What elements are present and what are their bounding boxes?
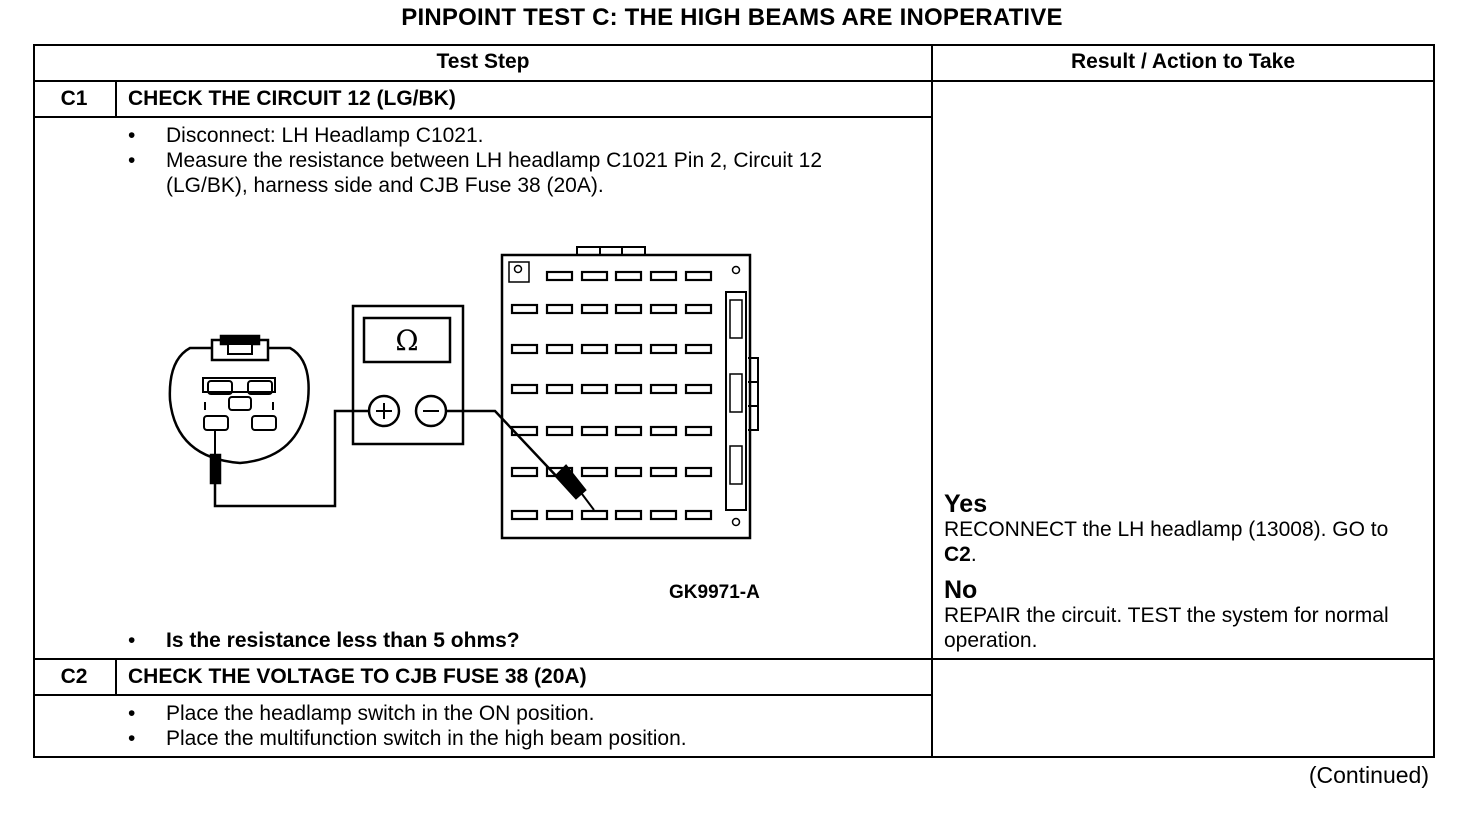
figure-label: GK9971-A <box>669 582 760 603</box>
step-title-c2: CHECK THE VOLTAGE TO CJB FUSE 38 (20A) <box>128 665 587 688</box>
header-test-step: Test Step <box>436 50 530 73</box>
c1-id-divider <box>115 80 117 118</box>
no-action: REPAIR the circuit. TEST the system for … <box>944 604 1389 652</box>
c2-title-divider <box>33 694 933 696</box>
continued-note: (Continued) <box>1308 762 1429 788</box>
header-result: Result / Action to Take <box>1070 50 1296 73</box>
c1-instructions: •Disconnect: LH Headlamp C1021. •Measure… <box>118 123 878 198</box>
test-table <box>33 44 1435 758</box>
ohmmeter-icon <box>351 304 465 446</box>
no-label: No <box>944 576 978 604</box>
c1-result-yes: Yes RECONNECT the LH headlamp (13008). G… <box>944 491 1424 567</box>
c1-title-divider <box>33 116 933 118</box>
yes-label: Yes <box>944 490 988 518</box>
list-item: •Place the multifunction switch in the h… <box>128 727 687 750</box>
probe-icon <box>209 453 222 485</box>
step-title-c1: CHECK THE CIRCUIT 12 (LG/BK) <box>128 87 456 110</box>
list-item: •Disconnect: LH Headlamp C1021. <box>128 124 484 147</box>
list-item: •Is the resistance less than 5 ohms? <box>128 629 520 652</box>
list-item: •Measure the resistance between LH headl… <box>128 149 823 197</box>
c1-result-no: No REPAIR the circuit. TEST the system f… <box>944 577 1424 653</box>
step-id-c2: C2 <box>60 665 88 688</box>
junction-box-icon <box>500 246 759 540</box>
page-title: PINPOINT TEST C: THE HIGH BEAMS ARE INOP… <box>401 4 1063 31</box>
c2-id-divider <box>115 658 117 696</box>
list-item: •Place the headlamp switch in the ON pos… <box>128 702 595 725</box>
fuse-probe-icon <box>554 464 595 511</box>
goto-step: C2 <box>944 543 971 566</box>
header-divider <box>33 80 1435 82</box>
step-id-c1: C1 <box>60 87 88 110</box>
fuse-slots <box>510 270 713 521</box>
column-divider <box>931 44 933 756</box>
c1-c2-divider <box>33 658 1435 660</box>
yes-action: RECONNECT the LH headlamp (13008). GO to… <box>944 518 1389 566</box>
c2-instructions: •Place the headlamp switch in the ON pos… <box>118 701 878 751</box>
ohm-symbol: Ω <box>395 324 418 357</box>
c1-question: •Is the resistance less than 5 ohms? <box>118 628 878 653</box>
headlamp-connector-icon <box>168 334 310 465</box>
